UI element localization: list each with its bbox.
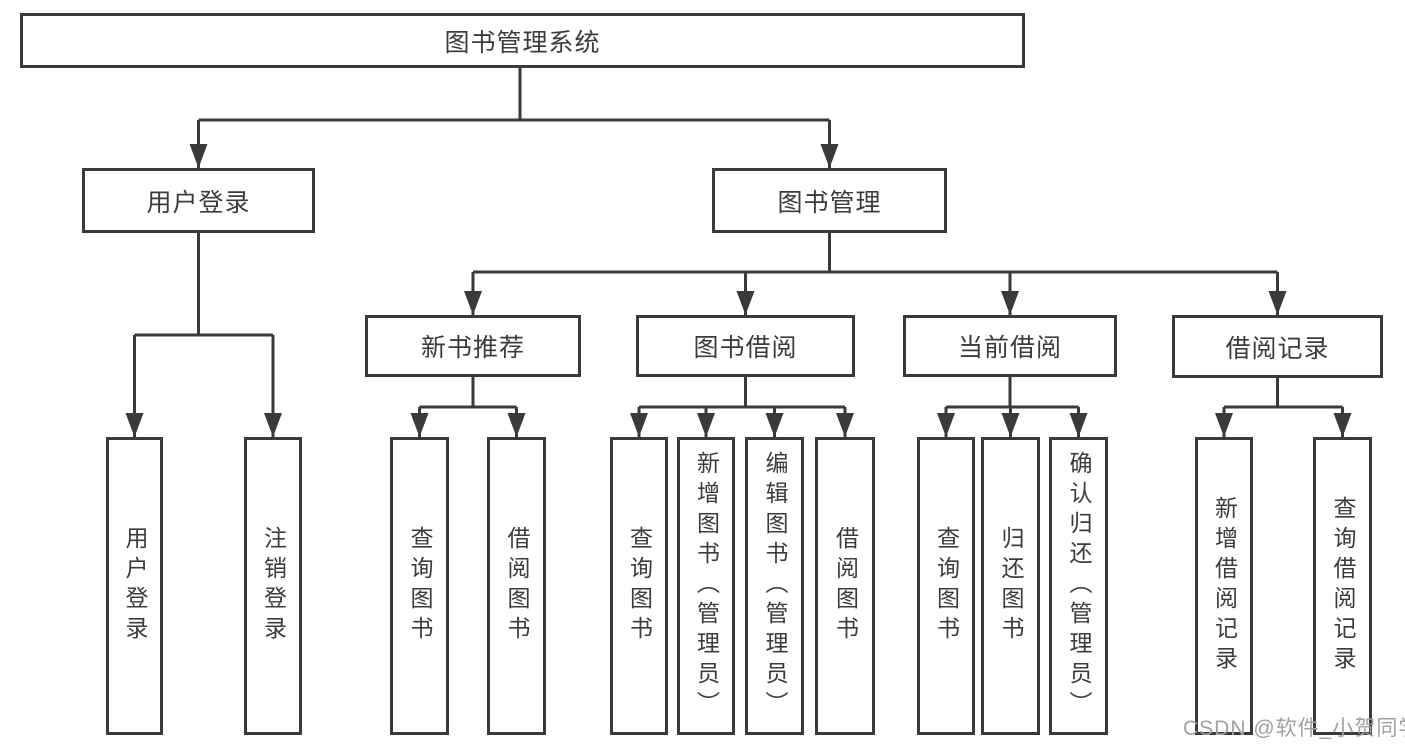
leaf-rec-borrow-books: 借阅图书 [487, 437, 546, 735]
node-label: 归还图书 [998, 526, 1024, 646]
node-label: 查询图书 [407, 526, 433, 646]
node-label: 确认归还（管理员） [1066, 451, 1092, 721]
node-label: 借阅记录 [1225, 334, 1330, 363]
leaf-bb-borrow-books: 借阅图书 [815, 437, 875, 735]
node-book-management: 图书管理 [712, 168, 947, 233]
leaf-hist-query-record: 查询借阅记录 [1313, 437, 1372, 735]
node-label: 借阅图书 [504, 526, 530, 646]
node-label: 用户登录 [122, 526, 148, 646]
node-book-borrow: 图书借阅 [636, 315, 855, 377]
leaf-rec-query-books: 查询图书 [390, 437, 449, 735]
leaf-bb-query-books: 查询图书 [610, 437, 668, 735]
node-label: 新书推荐 [420, 334, 525, 362]
node-label: 新增借阅记录 [1211, 496, 1238, 676]
node-label: 查询图书 [626, 526, 653, 646]
leaf-cb-return-books: 归还图书 [981, 437, 1040, 735]
node-label: 图书借阅 [693, 334, 798, 362]
node-label: 查询图书 [933, 526, 960, 646]
csdn-watermark: CSDN @软件_小贺同学 [1183, 717, 1405, 740]
node-label: 编辑图书（管理员） [762, 451, 788, 721]
node-label: 注销登录 [260, 526, 287, 646]
leaf-cb-confirm-return-admin: 确认归还（管理员） [1049, 437, 1108, 735]
leaf-hist-add-record: 新增借阅记录 [1195, 437, 1253, 735]
node-borrow-records: 借阅记录 [1172, 315, 1383, 378]
leaf-bb-add-book-admin: 新增图书（管理员） [677, 437, 735, 735]
node-label: 图书管理 [777, 188, 882, 217]
node-current-borrow: 当前借阅 [903, 315, 1117, 377]
node-label: 用户登录 [146, 188, 251, 217]
node-label: 当前借阅 [957, 334, 1062, 362]
node-root: 图书管理系统 [20, 13, 1025, 68]
node-new-book-recommend: 新书推荐 [365, 315, 581, 377]
node-label: 图书管理系统 [444, 28, 601, 57]
leaf-cb-query-books: 查询图书 [917, 437, 975, 735]
node-user-login: 用户登录 [82, 168, 315, 233]
leaf-logout: 注销登录 [244, 437, 302, 735]
node-label: 借阅图书 [832, 526, 859, 646]
node-label: 查询借阅记录 [1330, 496, 1356, 676]
node-label: 新增图书（管理员） [693, 451, 720, 721]
leaf-bb-edit-book-admin: 编辑图书（管理员） [745, 437, 804, 735]
leaf-user-login: 用户登录 [106, 437, 163, 735]
